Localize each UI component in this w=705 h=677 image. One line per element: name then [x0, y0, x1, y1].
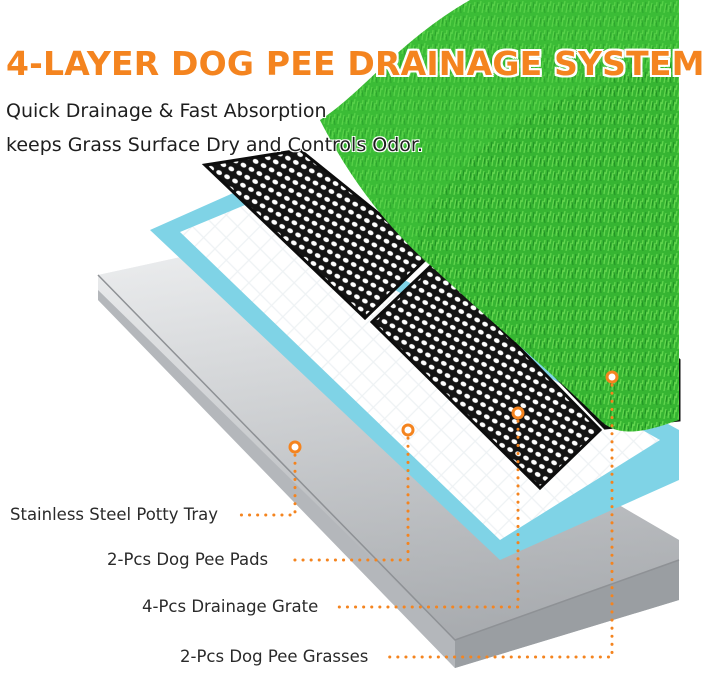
- subtitle-line-2: keeps Grass Surface Dry and Controls Odo…: [6, 134, 424, 156]
- callout-pee-grasses: 2-Pcs Dog Pee Grasses: [180, 647, 369, 666]
- subtitle-line-1: Quick Drainage & Fast Absorption: [6, 100, 327, 122]
- callout-steel-tray: Stainless Steel Potty Tray: [10, 505, 219, 524]
- callout-markers: [288, 370, 619, 454]
- layer-diagram: [97, 0, 681, 668]
- grass-mat-shape: [320, 0, 679, 432]
- headline: 4-LAYER DOG PEE DRAINAGE SYSTEM: [6, 44, 705, 83]
- product-illustration: 4-LAYER DOG PEE DRAINAGE SYSTEM Quick Dr…: [6, 0, 705, 668]
- callout-pee-pads: 2-Pcs Dog Pee Pads: [107, 550, 269, 569]
- callout-drainage-grate: 4-Pcs Drainage Grate: [142, 597, 319, 616]
- callout-leaders: [236, 375, 614, 659]
